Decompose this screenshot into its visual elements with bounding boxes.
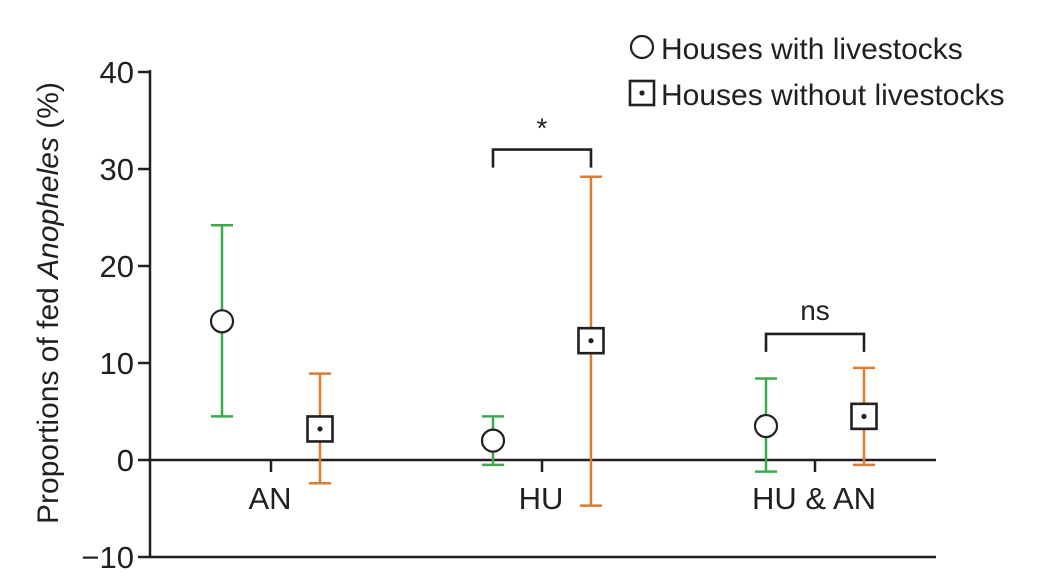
y-axis-label-italic: Anopheles [32, 137, 65, 281]
legend-label: Houses with livestocks [661, 33, 963, 66]
y-axis-label: Proportions of fed Anopheles (%) [32, 82, 65, 524]
data-point-dot [588, 338, 594, 344]
legend-square-dot [639, 90, 645, 96]
legend-circle-icon [629, 34, 655, 60]
y-tick-label: −10 [81, 540, 134, 575]
y-tick-label: 20 [100, 249, 134, 284]
markers [209, 309, 878, 453]
x-categories: AN HU HU & AN [248, 460, 876, 516]
y-axis-label-suffix: (%) [32, 82, 65, 137]
legend-label: Houses without livestocks [661, 79, 1004, 112]
y-tick-label: 10 [100, 346, 134, 381]
significance-label: ns [800, 295, 830, 326]
x-category-label: HU & AN [752, 481, 876, 516]
data-point-dot [861, 413, 867, 419]
data-point-circle [209, 309, 235, 334]
data-point-dot [317, 426, 323, 432]
data-point-square [577, 326, 605, 355]
data-point-circle [480, 428, 506, 453]
significance-bracket [491, 148, 593, 168]
y-tick-label: 40 [100, 55, 134, 90]
x-category-label: HU [519, 481, 564, 516]
x-category-label: AN [248, 481, 291, 516]
y-axis-label-prefix: Proportions of fed [32, 279, 65, 524]
significance-bracket [764, 332, 866, 352]
significance-brackets: * ns [491, 113, 866, 352]
significance-label: * [537, 113, 548, 144]
data-point-circle [753, 413, 779, 439]
y-ticks: −10 0 10 20 30 40 [81, 55, 150, 575]
y-tick-label: 0 [117, 443, 134, 478]
error-bars [211, 175, 875, 507]
y-tick-label: 30 [100, 152, 134, 187]
